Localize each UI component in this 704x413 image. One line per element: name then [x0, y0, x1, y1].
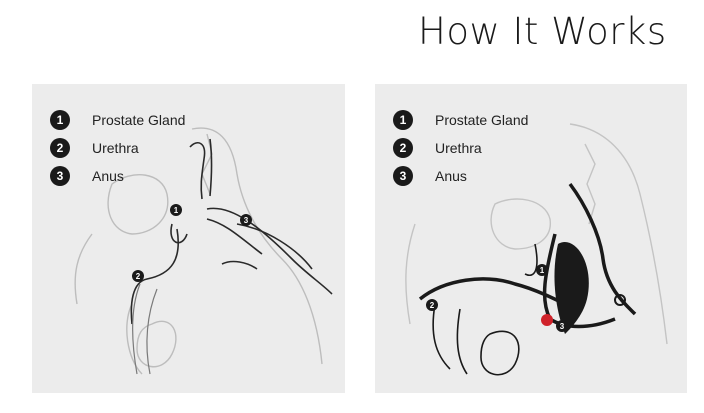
marker-anus: [556, 320, 568, 332]
legend-label: Anus: [92, 168, 124, 184]
legend-item-prostate: 1 Prostate Gland: [50, 106, 185, 134]
marker-anus: [240, 214, 252, 226]
marker-urethra: [132, 270, 144, 282]
diagram-panel-device: 1 2 3 1 Prostate Gland 2 Urethra 3 Anus: [375, 84, 687, 393]
device-body: [554, 242, 589, 334]
marker-anus-label: 3: [244, 216, 249, 225]
legend: 1 Prostate Gland 2 Urethra 3 Anus: [50, 106, 185, 190]
marker-prostate: [536, 264, 548, 276]
legend-item-urethra: 2 Urethra: [393, 134, 528, 162]
marker-prostate: [170, 204, 182, 216]
legend-label: Anus: [435, 168, 467, 184]
legend-label: Urethra: [435, 140, 482, 156]
marker-urethra: [426, 299, 438, 311]
legend-item-anus: 3 Anus: [50, 162, 185, 190]
diagram-panel-finger: 1 2 3 1 Prostate Gland 2 Urethra 3 Anus: [32, 84, 345, 393]
legend-item-prostate: 1 Prostate Gland: [393, 106, 528, 134]
marker-prostate-label: 1: [540, 266, 545, 275]
anatomy-illustration-finger: 1 2 3: [74, 127, 333, 375]
legend-number: 1: [393, 110, 413, 130]
anatomy-illustration-device: 1 2 3: [405, 123, 668, 376]
page-title: How It Works: [418, 10, 667, 53]
legend-number: 2: [393, 138, 413, 158]
legend-number: 1: [50, 110, 70, 130]
legend-number: 3: [50, 166, 70, 186]
legend-item-anus: 3 Anus: [393, 162, 528, 190]
legend-number: 3: [393, 166, 413, 186]
device-tip-accent: [541, 314, 553, 326]
marker-prostate-label: 1: [174, 206, 179, 215]
marker-anus-label: 3: [560, 322, 565, 331]
legend-number: 2: [50, 138, 70, 158]
legend-label: Prostate Gland: [435, 112, 529, 128]
marker-urethra-label: 2: [430, 301, 435, 310]
device-handle-ring: [614, 294, 626, 306]
legend: 1 Prostate Gland 2 Urethra 3 Anus: [393, 106, 528, 190]
marker-urethra-label: 2: [136, 272, 141, 281]
legend-label: Prostate Gland: [92, 112, 186, 128]
legend-item-urethra: 2 Urethra: [50, 134, 185, 162]
legend-label: Urethra: [92, 140, 139, 156]
